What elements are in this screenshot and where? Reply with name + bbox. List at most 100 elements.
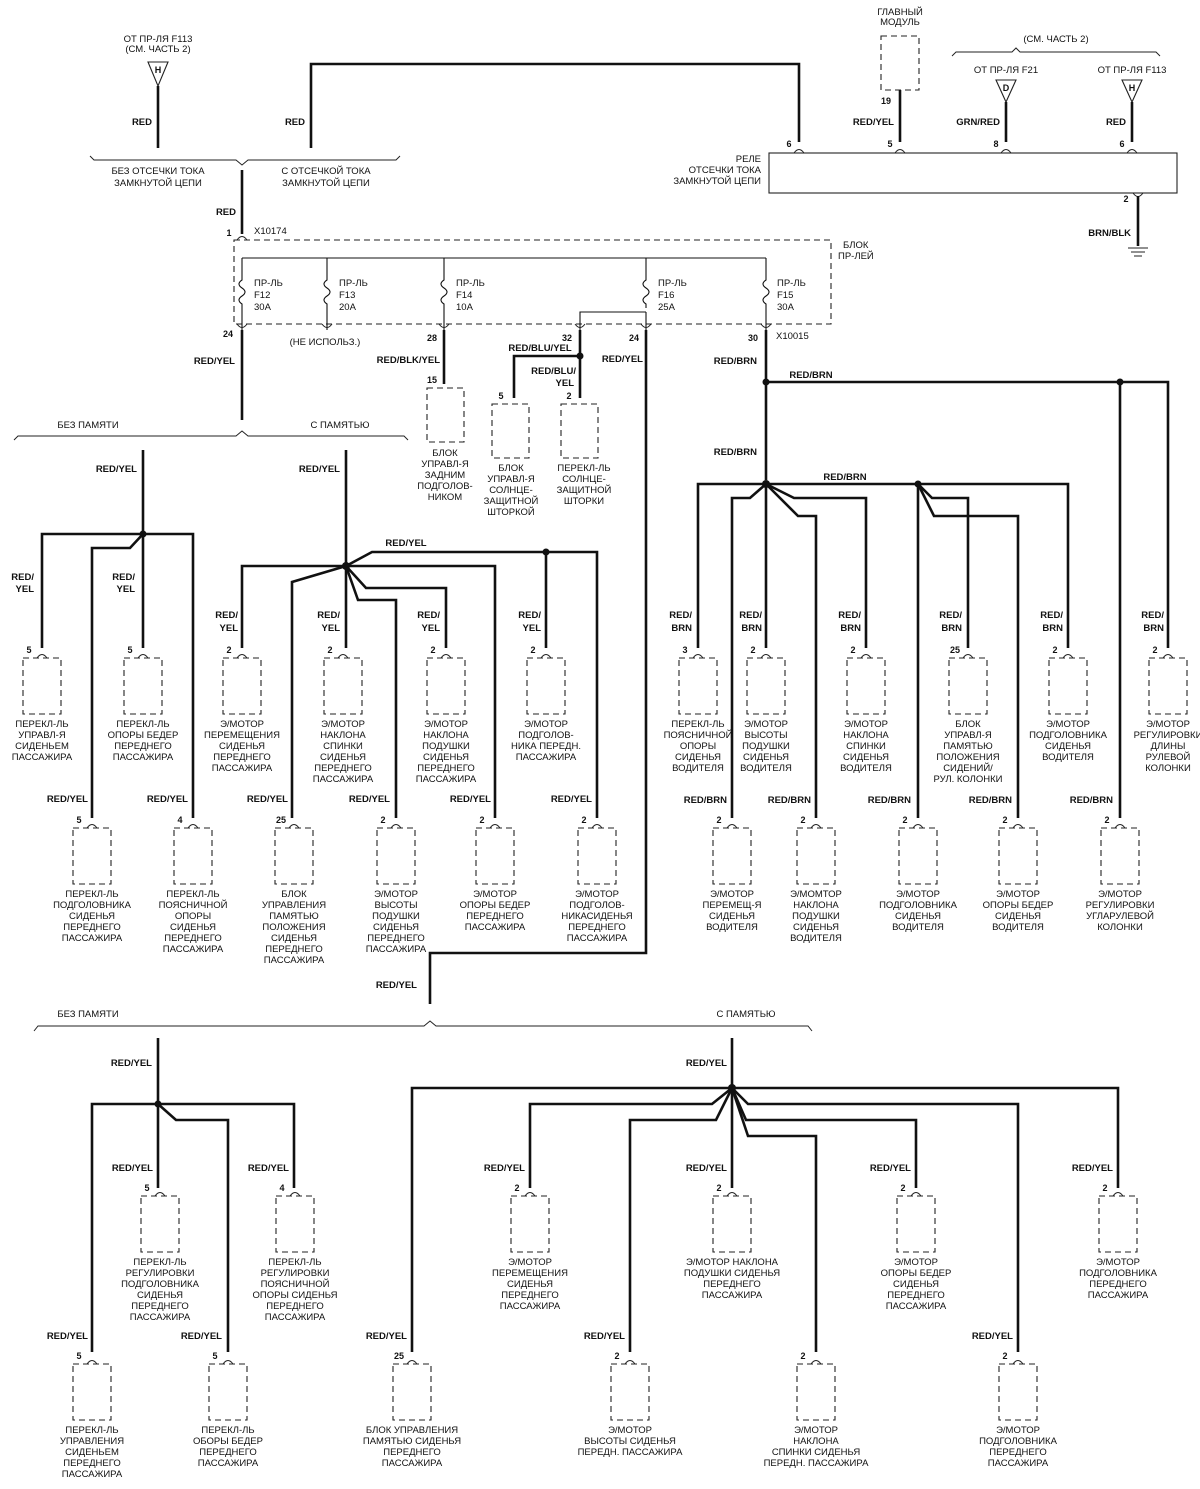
component-label: БЛОК [955, 719, 981, 730]
component-box [173, 827, 213, 885]
component-label: ПЕРЕКЛ-ЛЬ [557, 463, 610, 474]
source-right-h: ОТ ПР-ЛЯ F113 H [1098, 65, 1166, 104]
component-label: СИДЕНЬЯ [373, 922, 419, 933]
component-label: ПОЛОЖЕНИЯ [262, 922, 325, 933]
pin-label: 5 [144, 1183, 149, 1193]
component-label: КОЛОНКИ [1145, 763, 1191, 774]
component-box [323, 657, 363, 715]
pin-label: 2 [900, 1183, 905, 1193]
component-b2: 2Э/МОТОРНАКЛОНАСПИНКИСИДЕНЬЯПЕРЕДНЕГОПАС… [313, 645, 374, 785]
component-label: ПЕРЕДНЕГО [213, 752, 270, 763]
component-label: ПЕРЕДНЕГО [887, 1290, 944, 1301]
component-label: ЗАЩИТНОЙ [484, 495, 539, 507]
component-label: НИКА ПЕРЕДН. [511, 741, 581, 752]
component-label: ПЕРЕДНЕГО [63, 1458, 120, 1469]
component-label: ПОЯСНИЧНОЙ [664, 729, 733, 741]
component-label: РЕГУЛИРОВКИ [126, 1268, 195, 1279]
component-label: Э/МОТОР [744, 719, 788, 730]
component-label: ПЕРЕМЕЩЕНИЯ [492, 1268, 568, 1279]
component-label: СПИНКИ [323, 741, 363, 752]
pin-label: 2 [800, 815, 805, 825]
fuse-name: F13 [339, 290, 355, 301]
component-box [1098, 1195, 1138, 1253]
component-label: СОЛНЦЕ- [562, 474, 606, 485]
component-label: СИДЕНЬЯ [137, 1290, 183, 1301]
component-label: ПАССАЖИРА [62, 933, 123, 944]
component-label: ПОДГОЛОВНИКА [879, 900, 958, 911]
component-label: ПЕРЕДНЕГО [383, 1447, 440, 1458]
wire-label: BRN [671, 623, 692, 634]
pin-label: 6 [786, 139, 791, 149]
component-label: СПИНКИ СИДЕНЬЯ [772, 1447, 861, 1458]
component-label: ПАССАЖИРА [366, 944, 427, 955]
component-label: УПРАВЛ-Я [18, 730, 66, 741]
component-d1: 5ПЕРЕКЛ-ЛЬРЕГУЛИРОВКИПОДГОЛОВНИКАСИДЕНЬЯ… [121, 1183, 200, 1323]
pin-label: 2 [479, 815, 484, 825]
component-label: УПРАВЛ-Я [944, 730, 992, 741]
wire-label: YEL [422, 623, 441, 634]
component-headrest-ctrl: 15 БЛОК УПРАВЛ-Я ЗАДНИМ ПОДГОЛОВ- НИКОМ [417, 375, 472, 503]
wire-label: RED/YEL [385, 538, 426, 549]
source-left-h-line2: (СМ. ЧАСТЬ 2) [125, 44, 190, 55]
component-label: ПОДГОЛОВ- [518, 730, 573, 741]
wire-label: RED/ [11, 572, 34, 583]
component-box [208, 1363, 248, 1421]
component-label: НАКЛОНА [843, 730, 889, 741]
component-label: ПЕРЕДНЕГО [314, 763, 371, 774]
pin-label: 5 [26, 645, 31, 655]
wire-label: RED/BLK/YEL [377, 355, 441, 366]
wire-label: YEL [523, 623, 542, 634]
fuse-f12: ПР-ЛЬ F12 30A [238, 258, 283, 330]
component-label: ПОДГОЛОВНИКА [979, 1436, 1058, 1447]
component-label: СОЛНЦЕ- [489, 485, 533, 496]
pin-label: 6 [1119, 139, 1124, 149]
wire-label: RED/YEL [870, 1163, 911, 1174]
wire-label: RED [216, 207, 236, 218]
wire-label: RED/BLU/YEL [508, 343, 572, 354]
component-label: ПЕРЕДНЕГО [466, 911, 523, 922]
fuse-f13: ПР-ЛЬ F13 20A [323, 258, 368, 330]
component-label: СИДЕНИЙ/ [943, 762, 993, 774]
component-label: ОПОРЫ СИДЕНЬЯ [253, 1290, 338, 1301]
component-box [1100, 827, 1140, 885]
component-label: СИДЕНЬЯ [1045, 741, 1091, 752]
component-label: ПЕРЕКЛ-ЛЬ [671, 719, 724, 730]
pin-label: 1 [226, 228, 231, 238]
component-label: ОБОРЫ БЕДЕР [193, 1436, 263, 1447]
component-b1: 2Э/МОТОРПЕРЕМЕЩЕНИЯСИДЕНЬЯПЕРЕДНЕГОПАССА… [204, 645, 280, 774]
component-label: Э/МОТОР [575, 889, 619, 900]
component-label: НАКЛОНА [423, 730, 469, 741]
pin-label: 2 [750, 645, 755, 655]
wire-label: RED/BRN [684, 795, 727, 806]
branch-label: БЕЗ ОТСЕЧКИ ТОКА [111, 166, 205, 177]
component-label: ПЕРЕДНЕГО [265, 944, 322, 955]
component-b3: 2Э/МОТОРНАКЛОНАПОДУШКИСИДЕНЬЯПЕРЕДНЕГОПА… [416, 645, 477, 785]
pin-label: 2 [1002, 1351, 1007, 1361]
pin-label: 2 [800, 1351, 805, 1361]
component-e1: 2Э/МОТОРПЕРЕМЕЩЕНИЯСИДЕНЬЯПЕРЕДНЕГОПАССА… [492, 1183, 568, 1312]
pin-label: 5 [127, 645, 132, 655]
component-label: ПАССАЖИРА [113, 752, 174, 763]
component-label: ПАМЯТЬЮ [269, 911, 319, 922]
wire-label: RED/YEL [96, 464, 137, 475]
wire-label: BRN [741, 623, 762, 634]
pin-label: 2 [1102, 1183, 1107, 1193]
component-label: СИДЕНЬЕМ [65, 1447, 119, 1458]
component-label: Э/МОТОР [220, 719, 264, 730]
wire-label: RED/YEL [349, 794, 390, 805]
component-label: ПЕРЕКЛ-ЛЬ [65, 1425, 118, 1436]
component-label: ПАССАЖИРА [163, 944, 224, 955]
component-label: Э/МОТОР [1146, 719, 1190, 730]
component-box [72, 1363, 112, 1421]
wire-label: BRN [840, 623, 861, 634]
component-box [275, 1195, 315, 1253]
component-label: Э/МОТОР [1098, 889, 1142, 900]
component-label: ВЫСОТЫ [374, 900, 417, 911]
component-a3: 5ПЕРЕКЛ-ЛЬПОДГОЛОВНИКАСИДЕНЬЯПЕРЕДНЕГОПА… [53, 815, 132, 944]
main-module-line2: МОДУЛЬ [880, 17, 920, 28]
